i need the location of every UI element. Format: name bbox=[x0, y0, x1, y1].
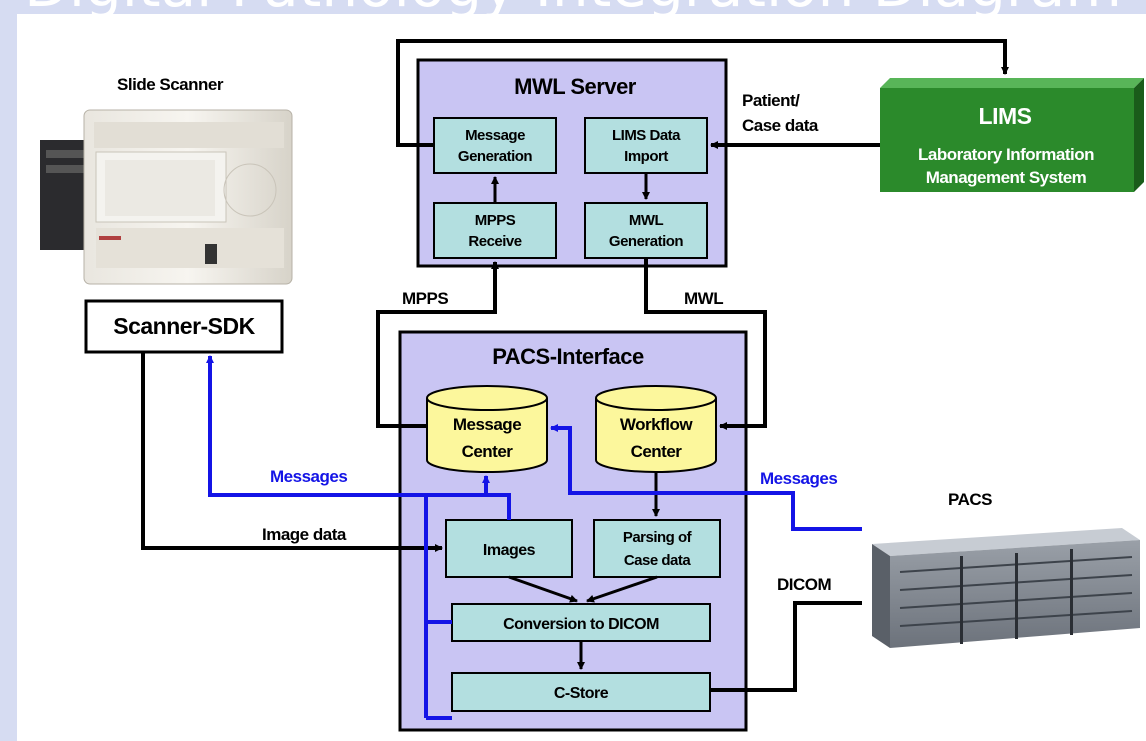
messages-left-label: Messages bbox=[270, 467, 347, 486]
line-message-center-to-mpps-receive bbox=[376, 261, 499, 428]
page-title: Digital Pathology Integration Diagram bbox=[0, 0, 1146, 16]
message-generation-line1: Message bbox=[465, 127, 525, 144]
mpps-receive-line1: MPPS bbox=[475, 212, 516, 229]
message-center-line2: Center bbox=[462, 442, 514, 461]
blue-line-images-to-sdk bbox=[206, 355, 511, 520]
pacs-interface-title: PACS-Interface bbox=[492, 344, 644, 369]
patient-case-data-line1: Patient/ bbox=[742, 91, 800, 110]
line-sdk-image-data bbox=[141, 352, 443, 552]
scanner-sdk-label: Scanner-SDK bbox=[113, 313, 255, 339]
parsing-line2: Case data bbox=[624, 552, 692, 569]
blue-line-pacs-to-message-center bbox=[550, 424, 862, 531]
mwl-generation-line1: MWL bbox=[629, 212, 664, 229]
pacs-label: PACS bbox=[948, 490, 992, 509]
message-center-cylinder bbox=[426, 385, 548, 473]
parsing-line1: Parsing of bbox=[623, 529, 693, 546]
mpps-receive-box bbox=[433, 202, 557, 259]
pacs-server-image bbox=[872, 528, 1140, 648]
workflow-center-line1: Workflow bbox=[620, 415, 693, 434]
messages-right-label: Messages bbox=[760, 469, 837, 488]
lims-block bbox=[880, 78, 1144, 192]
line-message-gen-to-lims bbox=[396, 39, 1009, 147]
mwl-server-title: MWL Server bbox=[514, 74, 637, 99]
mwl-generation-line2: Generation bbox=[609, 233, 684, 250]
arrow-parsing-to-conversion bbox=[586, 575, 658, 603]
blue-line-conversion-cstore-to-message-center bbox=[424, 475, 490, 624]
lims-title: LIMS bbox=[979, 103, 1032, 129]
images-label: Images bbox=[483, 542, 536, 559]
cstore-box bbox=[451, 672, 711, 712]
scanner-sdk-box bbox=[84, 299, 284, 354]
line-mwl-generation-to-workflow-center bbox=[644, 258, 767, 430]
arrow-images-to-conversion bbox=[508, 575, 578, 603]
mpps-label: MPPS bbox=[402, 289, 448, 308]
parsing-box bbox=[593, 519, 721, 578]
mwl-generation-box bbox=[584, 202, 708, 259]
conversion-box bbox=[451, 603, 711, 642]
message-generation-line2: Generation bbox=[458, 148, 533, 165]
image-data-label: Image data bbox=[262, 525, 347, 544]
lims-data-import-line2: Import bbox=[624, 148, 668, 165]
dicom-label: DICOM bbox=[777, 575, 832, 594]
mpps-receive-line2: Receive bbox=[468, 233, 521, 250]
lims-subtitle-line1: Laboratory Information bbox=[918, 145, 1094, 164]
lims-subtitle-line2: Management System bbox=[926, 168, 1087, 187]
line-cstore-to-pacs bbox=[710, 601, 862, 692]
slide-scanner-image bbox=[40, 109, 293, 285]
lims-data-import-line1: LIMS Data bbox=[612, 127, 681, 144]
cstore-label: C-Store bbox=[554, 685, 609, 702]
conversion-label: Conversion to DICOM bbox=[503, 616, 659, 633]
message-center-line1: Message bbox=[453, 415, 521, 434]
message-generation-box bbox=[433, 117, 557, 174]
workflow-center-cylinder bbox=[595, 385, 717, 473]
slide-scanner-label: Slide Scanner bbox=[117, 75, 224, 94]
patient-case-data-line2: Case data bbox=[742, 116, 819, 135]
workflow-center-line2: Center bbox=[631, 442, 683, 461]
mwl-label: MWL bbox=[684, 289, 723, 308]
